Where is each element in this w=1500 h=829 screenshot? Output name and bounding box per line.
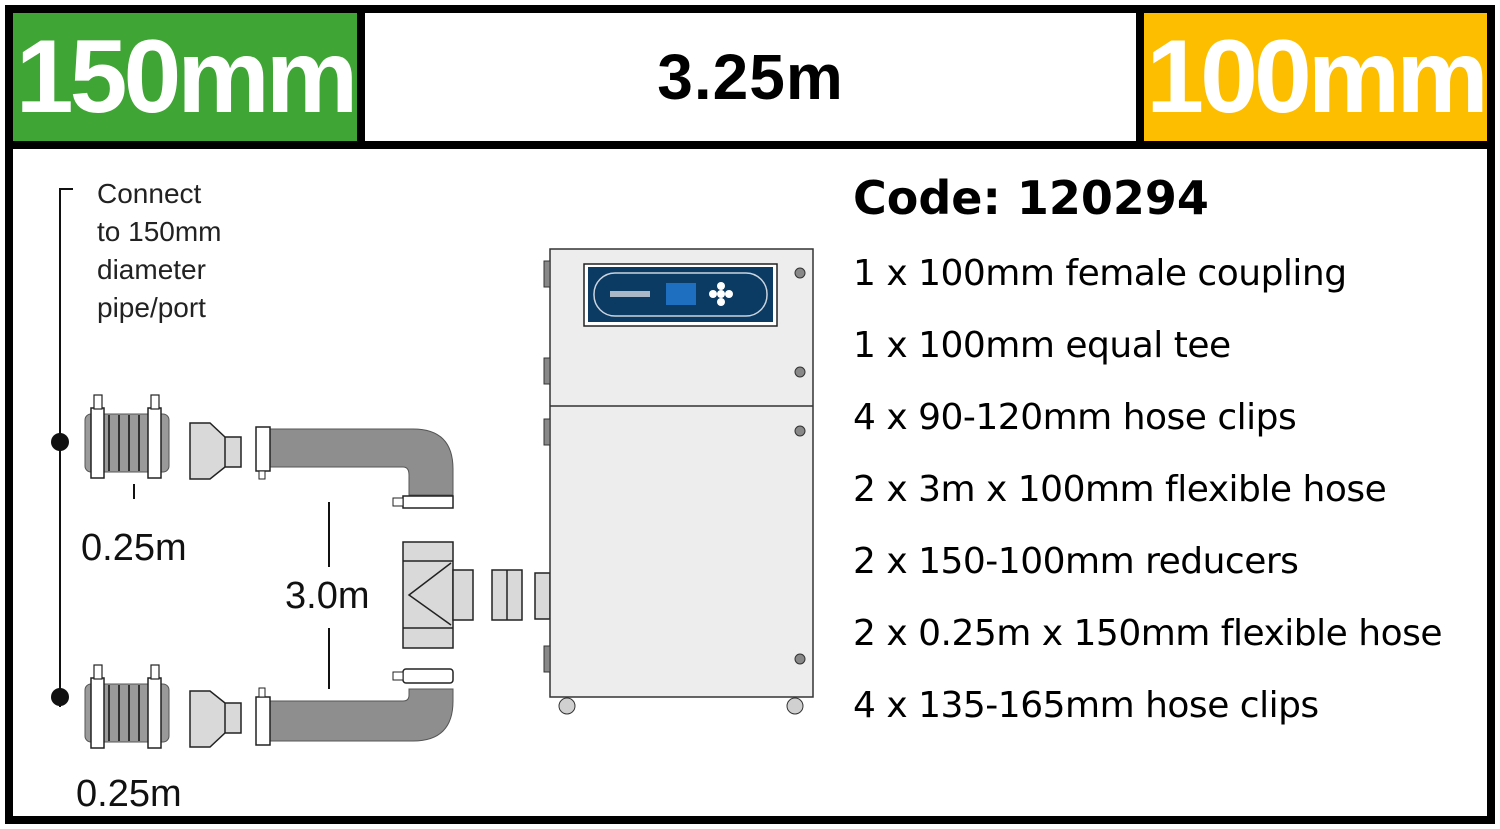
extraction-unit-icon: [543, 248, 814, 715]
short-hose-bottom-length: 0.25m: [76, 773, 182, 815]
short-hose-top-icon: [84, 394, 170, 479]
parts-list: Code: 120294 1 x 100mm female coupling 1…: [853, 168, 1473, 742]
connect-line-4: pipe/port: [97, 292, 206, 323]
connect-instruction: Connect to 150mm diameter pipe/port: [97, 175, 257, 327]
part-item: 2 x 0.25m x 150mm flexible hose: [853, 613, 1443, 654]
connect-line-2: to 150mm: [97, 216, 222, 247]
part-item: 4 x 90-120mm hose clips: [853, 397, 1297, 438]
port-dot-top-icon: [51, 433, 69, 451]
connect-line-3: diameter: [97, 254, 206, 285]
part-item: 1 x 100mm equal tee: [853, 325, 1231, 366]
kit-card: 150mm 3.25m 100mm Connect to 150mm diame…: [5, 5, 1495, 824]
kit-diagram: Connect to 150mm diameter pipe/port: [13, 149, 853, 816]
connection-bracket-icon: [59, 188, 73, 707]
part-item: 2 x 150-100mm reducers: [853, 541, 1299, 582]
long-hose-bottom-icon: [255, 668, 454, 746]
inlet-diameter-badge: 150mm: [13, 13, 358, 141]
reducer-top-icon: [189, 422, 242, 480]
total-length-cell: 3.25m: [357, 13, 1144, 141]
short-hose-top-length: 0.25m: [81, 527, 187, 569]
part-item: 4 x 135-165mm hose clips: [853, 685, 1319, 726]
unit-inlet-icon: [534, 572, 551, 620]
long-hose-top-icon: [255, 426, 454, 509]
long-hose-length: 3.0m: [285, 575, 370, 617]
outlet-diameter-badge: 100mm: [1144, 13, 1489, 141]
female-coupling-icon: [491, 569, 523, 621]
port-dot-bottom-icon: [51, 688, 69, 706]
kit-drawing: [51, 188, 814, 749]
reducer-bottom-icon: [189, 690, 242, 748]
spec-header: 150mm 3.25m 100mm: [13, 13, 1489, 149]
product-code: Code: 120294: [853, 171, 1209, 225]
part-item: 1 x 100mm female coupling: [853, 253, 1347, 294]
equal-tee-icon: [402, 541, 474, 649]
connect-line-1: Connect: [97, 178, 202, 209]
outlet-diameter-value: 100mm: [1146, 18, 1488, 135]
total-length-value: 3.25m: [657, 41, 844, 113]
short-hose-bottom-icon: [84, 664, 170, 749]
part-item: 2 x 3m x 100mm flexible hose: [853, 469, 1387, 510]
inlet-diameter-value: 150mm: [15, 18, 358, 135]
